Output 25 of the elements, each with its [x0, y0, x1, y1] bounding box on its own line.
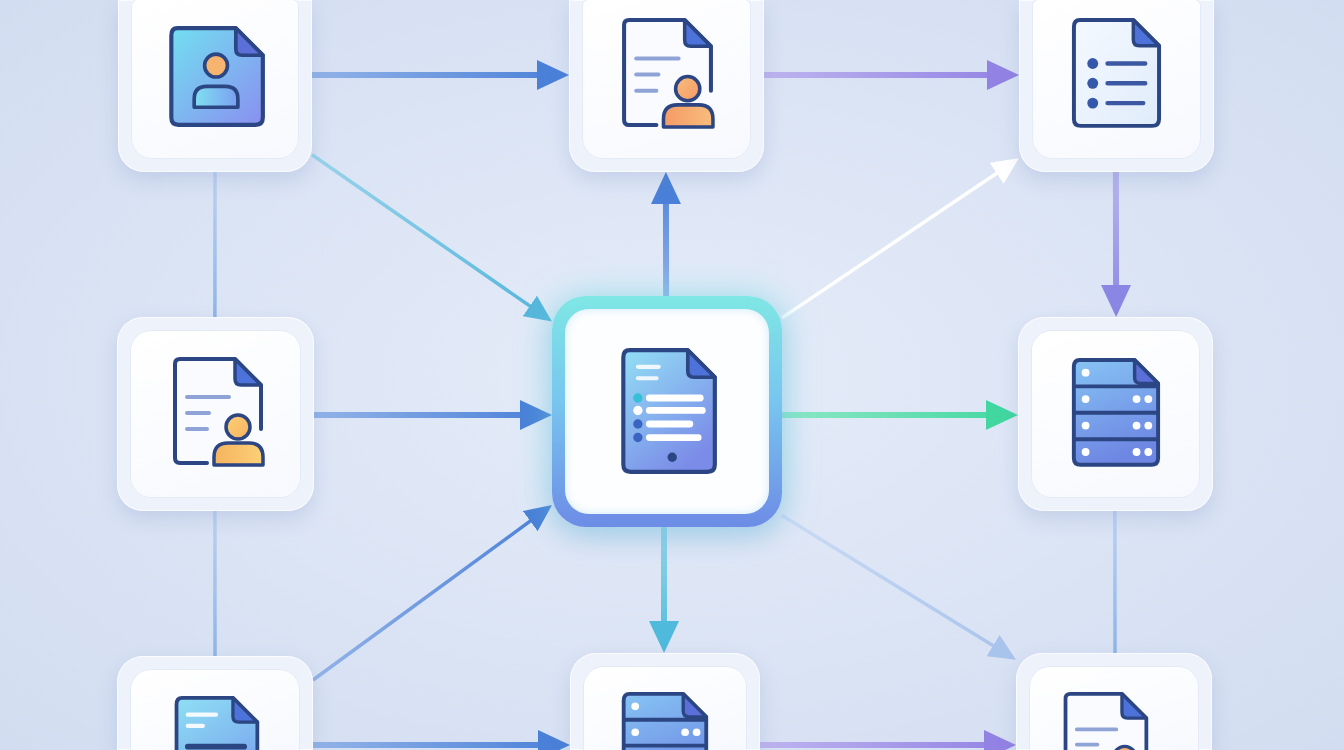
icon-tile [117, 317, 314, 511]
arrow [781, 156, 1020, 320]
arrow [311, 503, 554, 682]
arrow [760, 730, 1016, 750]
icon-tile [570, 653, 760, 750]
arrow [764, 60, 1019, 90]
arrow [311, 153, 553, 323]
arrow [650, 172, 681, 296]
icon-tile [118, 0, 312, 172]
icon-tile [1019, 0, 1214, 172]
arrow [781, 514, 1017, 662]
icon-tile [1018, 317, 1213, 511]
icon-tile [1016, 653, 1212, 750]
arrow [314, 400, 552, 430]
arrow [649, 527, 679, 653]
connector-line [213, 511, 217, 656]
highlighted-icon-tile [552, 296, 782, 527]
arrow [782, 400, 1018, 430]
arrow [313, 730, 570, 750]
arrow [312, 60, 569, 90]
icon-tile [117, 656, 313, 750]
icon-tile [569, 0, 764, 172]
connector-line [213, 172, 217, 317]
connector-line [1113, 511, 1117, 653]
arrow [1101, 172, 1132, 317]
